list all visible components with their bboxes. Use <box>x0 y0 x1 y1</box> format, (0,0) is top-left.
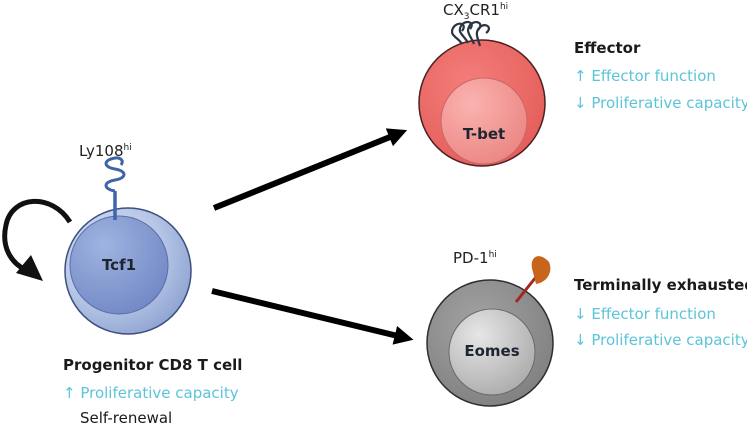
exhausted-cell <box>426 279 554 407</box>
effector-title: Effector <box>574 39 641 57</box>
effector-feature-2: ↓ Proliferative capacity <box>574 94 747 112</box>
pd1-receptor-icon <box>514 256 551 303</box>
exhausted-feature-2: ↓ Proliferative capacity <box>574 331 747 349</box>
progenitor-title: Progenitor CD8 T cell <box>63 356 243 374</box>
ly108-level: hi <box>123 143 132 153</box>
effector-feature-1: ↑ Effector function <box>574 67 716 85</box>
progenitor-cell <box>64 207 192 335</box>
exhausted-title: Terminally exhausted <box>574 276 747 294</box>
arrow-to-effector <box>212 128 408 211</box>
pd1-marker: PD-1 <box>453 249 489 267</box>
cx3cr1-label: CX3CR1hi <box>443 3 508 22</box>
tcf1-label: Tcf1 <box>101 256 137 274</box>
progenitor-feature-2: Self-renewal <box>80 409 173 427</box>
cx3cr1-marker-b: CR1 <box>469 1 500 19</box>
cx3cr1-subscript: 3 <box>463 12 470 22</box>
self-renewal-arrow-icon <box>2 198 73 281</box>
arrow-to-exhausted <box>211 288 414 345</box>
cx3cr1-level: hi <box>499 2 509 12</box>
exhausted-feature-1: ↓ Effector function <box>574 305 716 323</box>
tbet-label: T-bet <box>462 125 506 143</box>
cx3cr1-marker-a: CX <box>443 1 464 19</box>
effector-cell <box>418 39 546 167</box>
pd1-label: PD-1hi <box>453 251 497 266</box>
eomes-label: Eomes <box>464 342 520 360</box>
progenitor-feature-1: ↑ Proliferative capacity <box>63 384 239 402</box>
ly108-label: Ly108hi <box>79 144 132 159</box>
cx3cr1-receptor-icon <box>450 20 490 47</box>
ly108-receptor-icon <box>104 156 126 220</box>
pd1-level: hi <box>488 250 497 260</box>
ly108-marker: Ly108 <box>79 142 124 160</box>
